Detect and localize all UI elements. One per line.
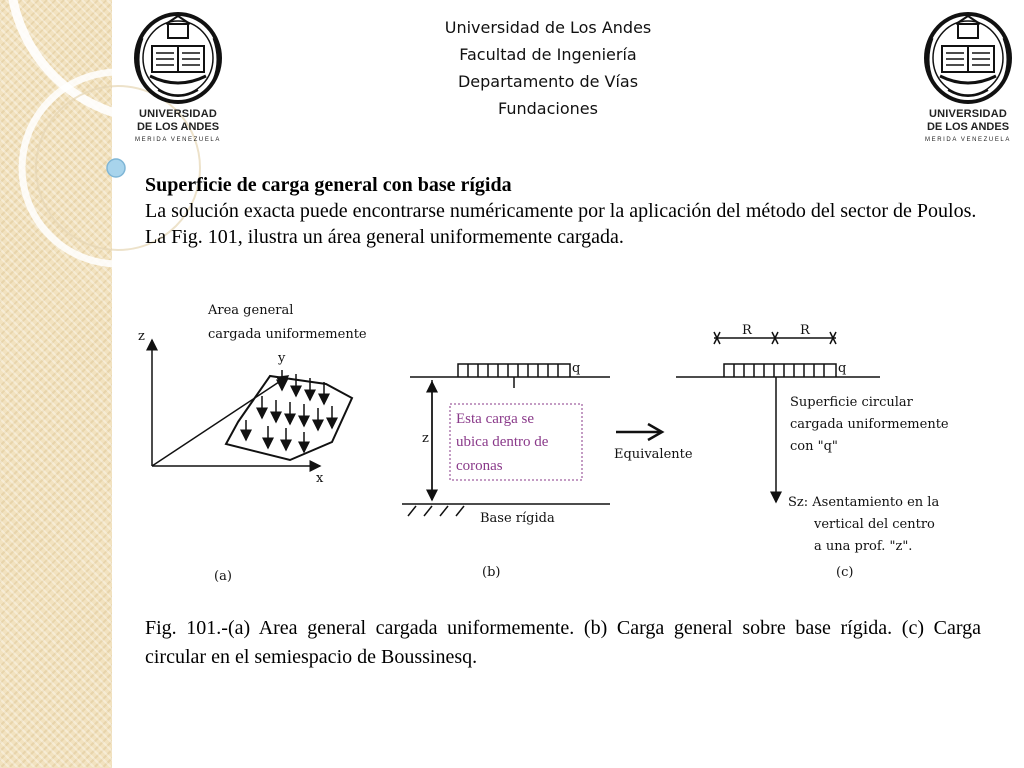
- slide-header: Universidad de Los Andes Facultad de Ing…: [378, 14, 718, 122]
- figure-101: Area general cargada uniformemente z y x…: [138, 303, 949, 584]
- header-course: Fundaciones: [498, 99, 598, 118]
- figure-caption: Fig. 101.-(a) Area general cargada unifo…: [145, 617, 981, 668]
- panel-b-base: Base rígida: [480, 511, 555, 526]
- panel-c-tag: (c): [836, 565, 853, 580]
- paragraph-figure-ref: La Fig. 101, ilustra un área general uni…: [145, 226, 624, 248]
- panel-c-surface-line2: cargada uniformemente: [790, 417, 949, 432]
- header-department: Departamento de Vías: [457, 72, 639, 91]
- panel-a-diagram: [146, 338, 354, 472]
- university-logo-right: UNIVERSIDAD DE LOS ANDES MERIDA VENEZUEL…: [918, 10, 1018, 150]
- paragraph-method: La solución exacta puede encontrarse num…: [145, 200, 977, 222]
- panel-c-radius-left: R: [742, 323, 753, 338]
- logo-name-line1: UNIVERSIDAD: [139, 108, 217, 120]
- panel-b-note-line3: coronas: [456, 458, 503, 474]
- university-seal-icon: [924, 12, 1012, 104]
- panel-a-label-line1: Area general: [207, 303, 293, 318]
- panel-c-sz-line2: vertical del centro: [813, 517, 935, 532]
- panel-c-sz-line3: a una prof. "z".: [814, 539, 912, 554]
- decorative-side-strip: [0, 0, 112, 768]
- panel-c-diagram: [676, 331, 880, 504]
- bullet-circle-icon: [106, 158, 126, 178]
- header-faculty: Facultad de Ingeniería: [459, 45, 637, 64]
- panel-c-load: q: [838, 361, 846, 376]
- panel-b-load: q: [572, 361, 580, 376]
- panel-b-depth: z: [422, 431, 429, 446]
- logo-city: MERIDA VENEZUELA: [135, 137, 221, 143]
- section-title: Superficie de carga general con base ríg…: [145, 174, 512, 196]
- decorative-rings: [8, 0, 312, 268]
- slide-content: Superficie de carga general con base ríg…: [145, 172, 1015, 250]
- university-logo-left: UNIVERSIDAD DE LOS ANDES MERIDA VENEZUEL…: [128, 10, 228, 150]
- panel-c-surface-line3: con "q": [790, 439, 838, 454]
- equivalent-arrow-icon: [616, 422, 665, 442]
- panel-b-note-line1: Esta carga se: [456, 411, 534, 427]
- panel-a-tag: (a): [214, 569, 232, 584]
- logo-city: MERIDA VENEZUELA: [925, 137, 1011, 143]
- header-university: Universidad de Los Andes: [444, 18, 652, 37]
- panel-b-note-line2: ubica dentro de: [456, 434, 549, 450]
- panel-b-tag: (b): [482, 565, 500, 580]
- logo-name-line2: DE LOS ANDES: [136, 121, 220, 133]
- university-seal-icon: [134, 12, 222, 104]
- panel-c-sz-line1: Sz: Asentamiento en la: [788, 495, 939, 510]
- logo-name-line1: UNIVERSIDAD: [929, 108, 1007, 120]
- panel-c-radius-right: R: [800, 323, 811, 338]
- equivalent-label: Equivalente: [614, 447, 693, 462]
- panel-a-axis-y: y: [277, 351, 286, 366]
- panel-a-label-line2: cargada uniformemente: [208, 327, 367, 342]
- logo-name-line2: DE LOS ANDES: [926, 121, 1010, 133]
- panel-b-diagram: [402, 363, 610, 517]
- panel-a-axis-x: x: [316, 471, 324, 486]
- panel-a-axis-z: z: [138, 329, 145, 344]
- panel-c-surface-line1: Superficie circular: [790, 395, 914, 410]
